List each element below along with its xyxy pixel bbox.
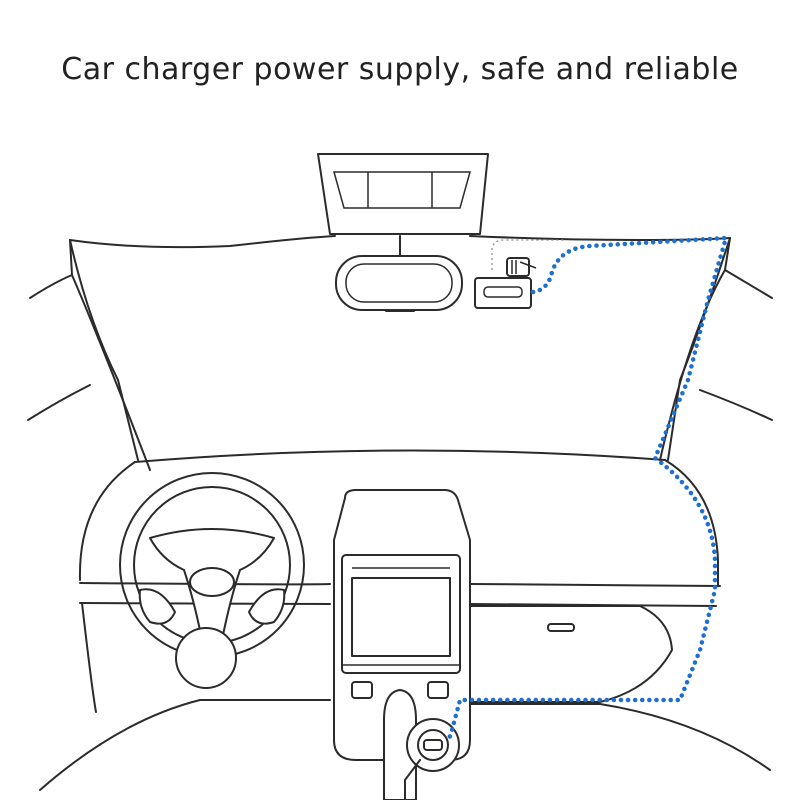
steering-wheel-icon (119, 472, 305, 689)
glovebox-outline (469, 605, 673, 703)
dashboard-lower-band-top (79, 582, 331, 586)
dashboard-top-line (134, 449, 666, 463)
glovebox-handle (547, 623, 575, 632)
car-charger-icon (404, 718, 460, 800)
left-side-window (27, 384, 91, 421)
left-a-pillar (69, 239, 151, 471)
dashboard-right-curve (664, 459, 719, 586)
charger-cable-dots (445, 235, 730, 745)
windshield-top-edge-right (469, 235, 731, 241)
rear-view-mirror-icon (317, 153, 489, 312)
charger-cable-route (445, 235, 730, 745)
dashboard-left-lower (81, 602, 97, 713)
left-a-pillar-inner (69, 239, 139, 461)
windshield-top-edge (69, 235, 336, 249)
dash-camera-icon (474, 239, 565, 309)
floor-line-right (469, 703, 771, 771)
center-console (333, 489, 471, 800)
left-roof-edge (29, 274, 73, 299)
infotainment-screen (351, 577, 451, 657)
page-title: Car charger power supply, safe and relia… (61, 52, 739, 87)
right-side-window (699, 389, 773, 421)
right-a-pillar-inner (667, 237, 731, 461)
right-roof-edge (724, 269, 773, 299)
dashboard-right-band-top (469, 583, 721, 587)
floor-line-left (39, 699, 331, 791)
dashboard-left-curve (78, 461, 136, 581)
